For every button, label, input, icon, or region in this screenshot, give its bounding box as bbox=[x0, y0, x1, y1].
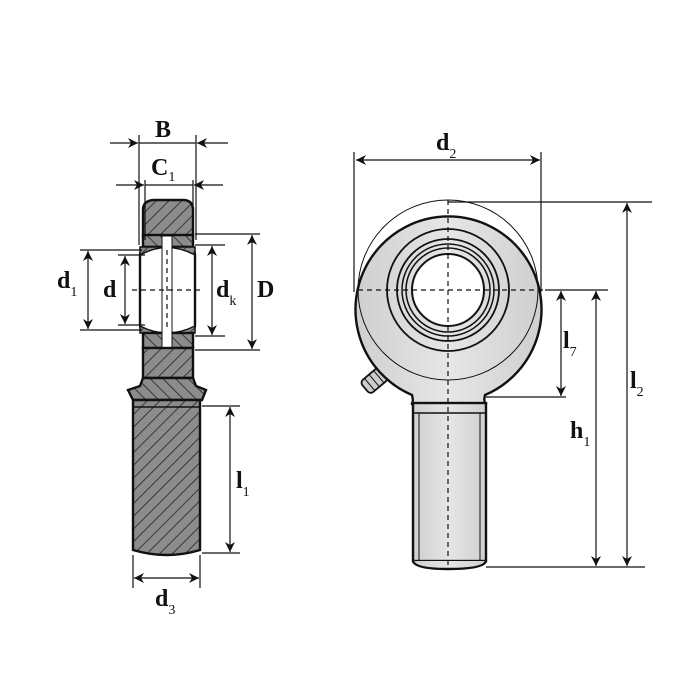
section-view bbox=[126, 198, 208, 557]
label-D: D bbox=[257, 277, 274, 303]
label-B: B bbox=[155, 117, 171, 143]
section-dimensions: B C1 d1 d dk D l1 d3 bbox=[57, 117, 274, 618]
label-d2: d2 bbox=[436, 130, 456, 162]
label-l1: l1 bbox=[236, 468, 250, 500]
label-dk: dk bbox=[216, 277, 236, 309]
label-C1: C1 bbox=[151, 155, 175, 185]
housing-neck bbox=[141, 346, 195, 380]
ball-cap-top bbox=[139, 246, 196, 257]
front-dimensions: d2 l7 h1 l2 bbox=[353, 130, 652, 568]
label-l2: l2 bbox=[630, 368, 644, 400]
threaded-shank bbox=[131, 398, 202, 557]
shank bbox=[411, 401, 488, 563]
front-view bbox=[354, 199, 545, 571]
label-d3: d3 bbox=[155, 586, 175, 618]
housing-head bbox=[141, 198, 195, 239]
label-d: d bbox=[103, 277, 117, 303]
label-l7: l7 bbox=[563, 328, 577, 360]
label-h1: h1 bbox=[570, 418, 590, 450]
housing-flare bbox=[126, 376, 208, 402]
label-d1: d1 bbox=[57, 268, 77, 300]
